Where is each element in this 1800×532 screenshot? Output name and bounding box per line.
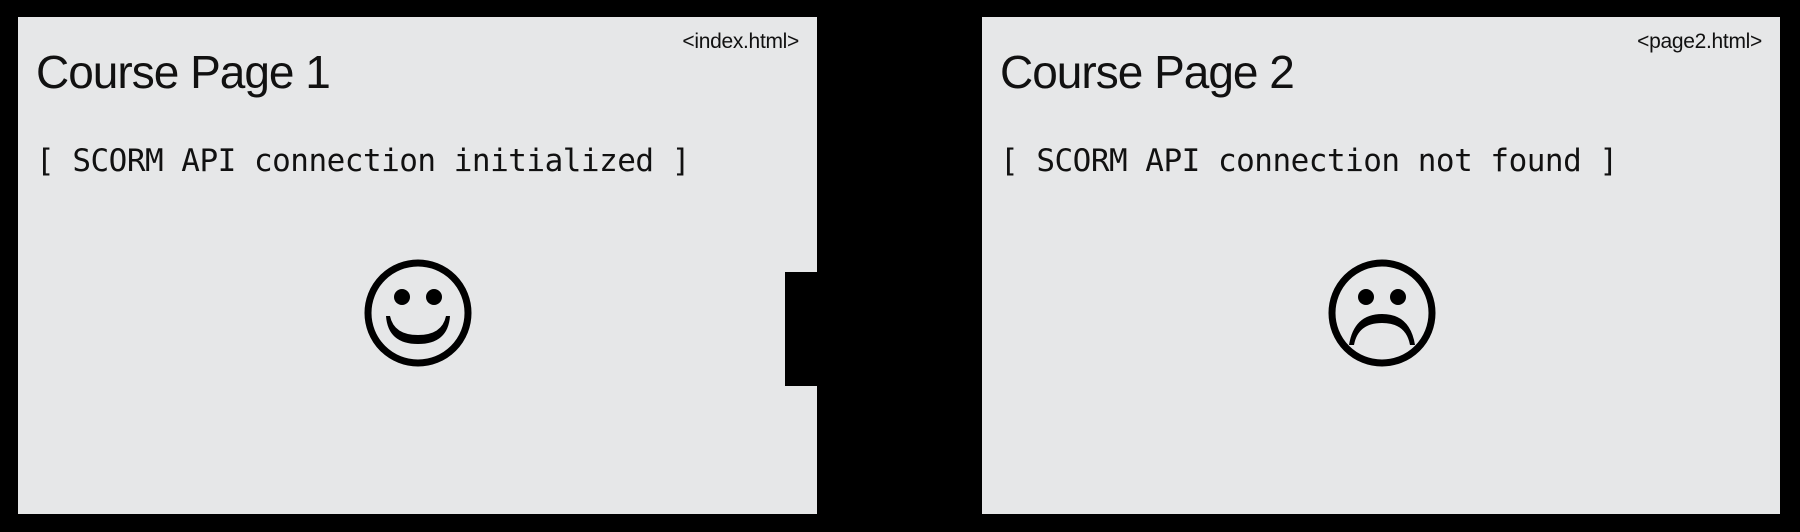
smiley-face-icon: [364, 259, 472, 367]
frowning-face-icon: [1328, 259, 1436, 367]
page-title: Course Page 1: [36, 46, 331, 98]
status-message: [ SCORM API connection initialized ]: [36, 143, 690, 179]
status-message: [ SCORM API connection not found ]: [1000, 143, 1618, 179]
filename-label: <page2.html>: [1637, 30, 1762, 53]
course-page-1-panel: <index.html> Course Page 1 [ SCORM API c…: [18, 17, 817, 514]
connector-tail: [785, 272, 818, 386]
filename-label: <index.html>: [682, 30, 799, 53]
course-page-2-panel: <page2.html> Course Page 2 [ SCORM API c…: [982, 17, 1780, 514]
page-title: Course Page 2: [1000, 46, 1295, 98]
